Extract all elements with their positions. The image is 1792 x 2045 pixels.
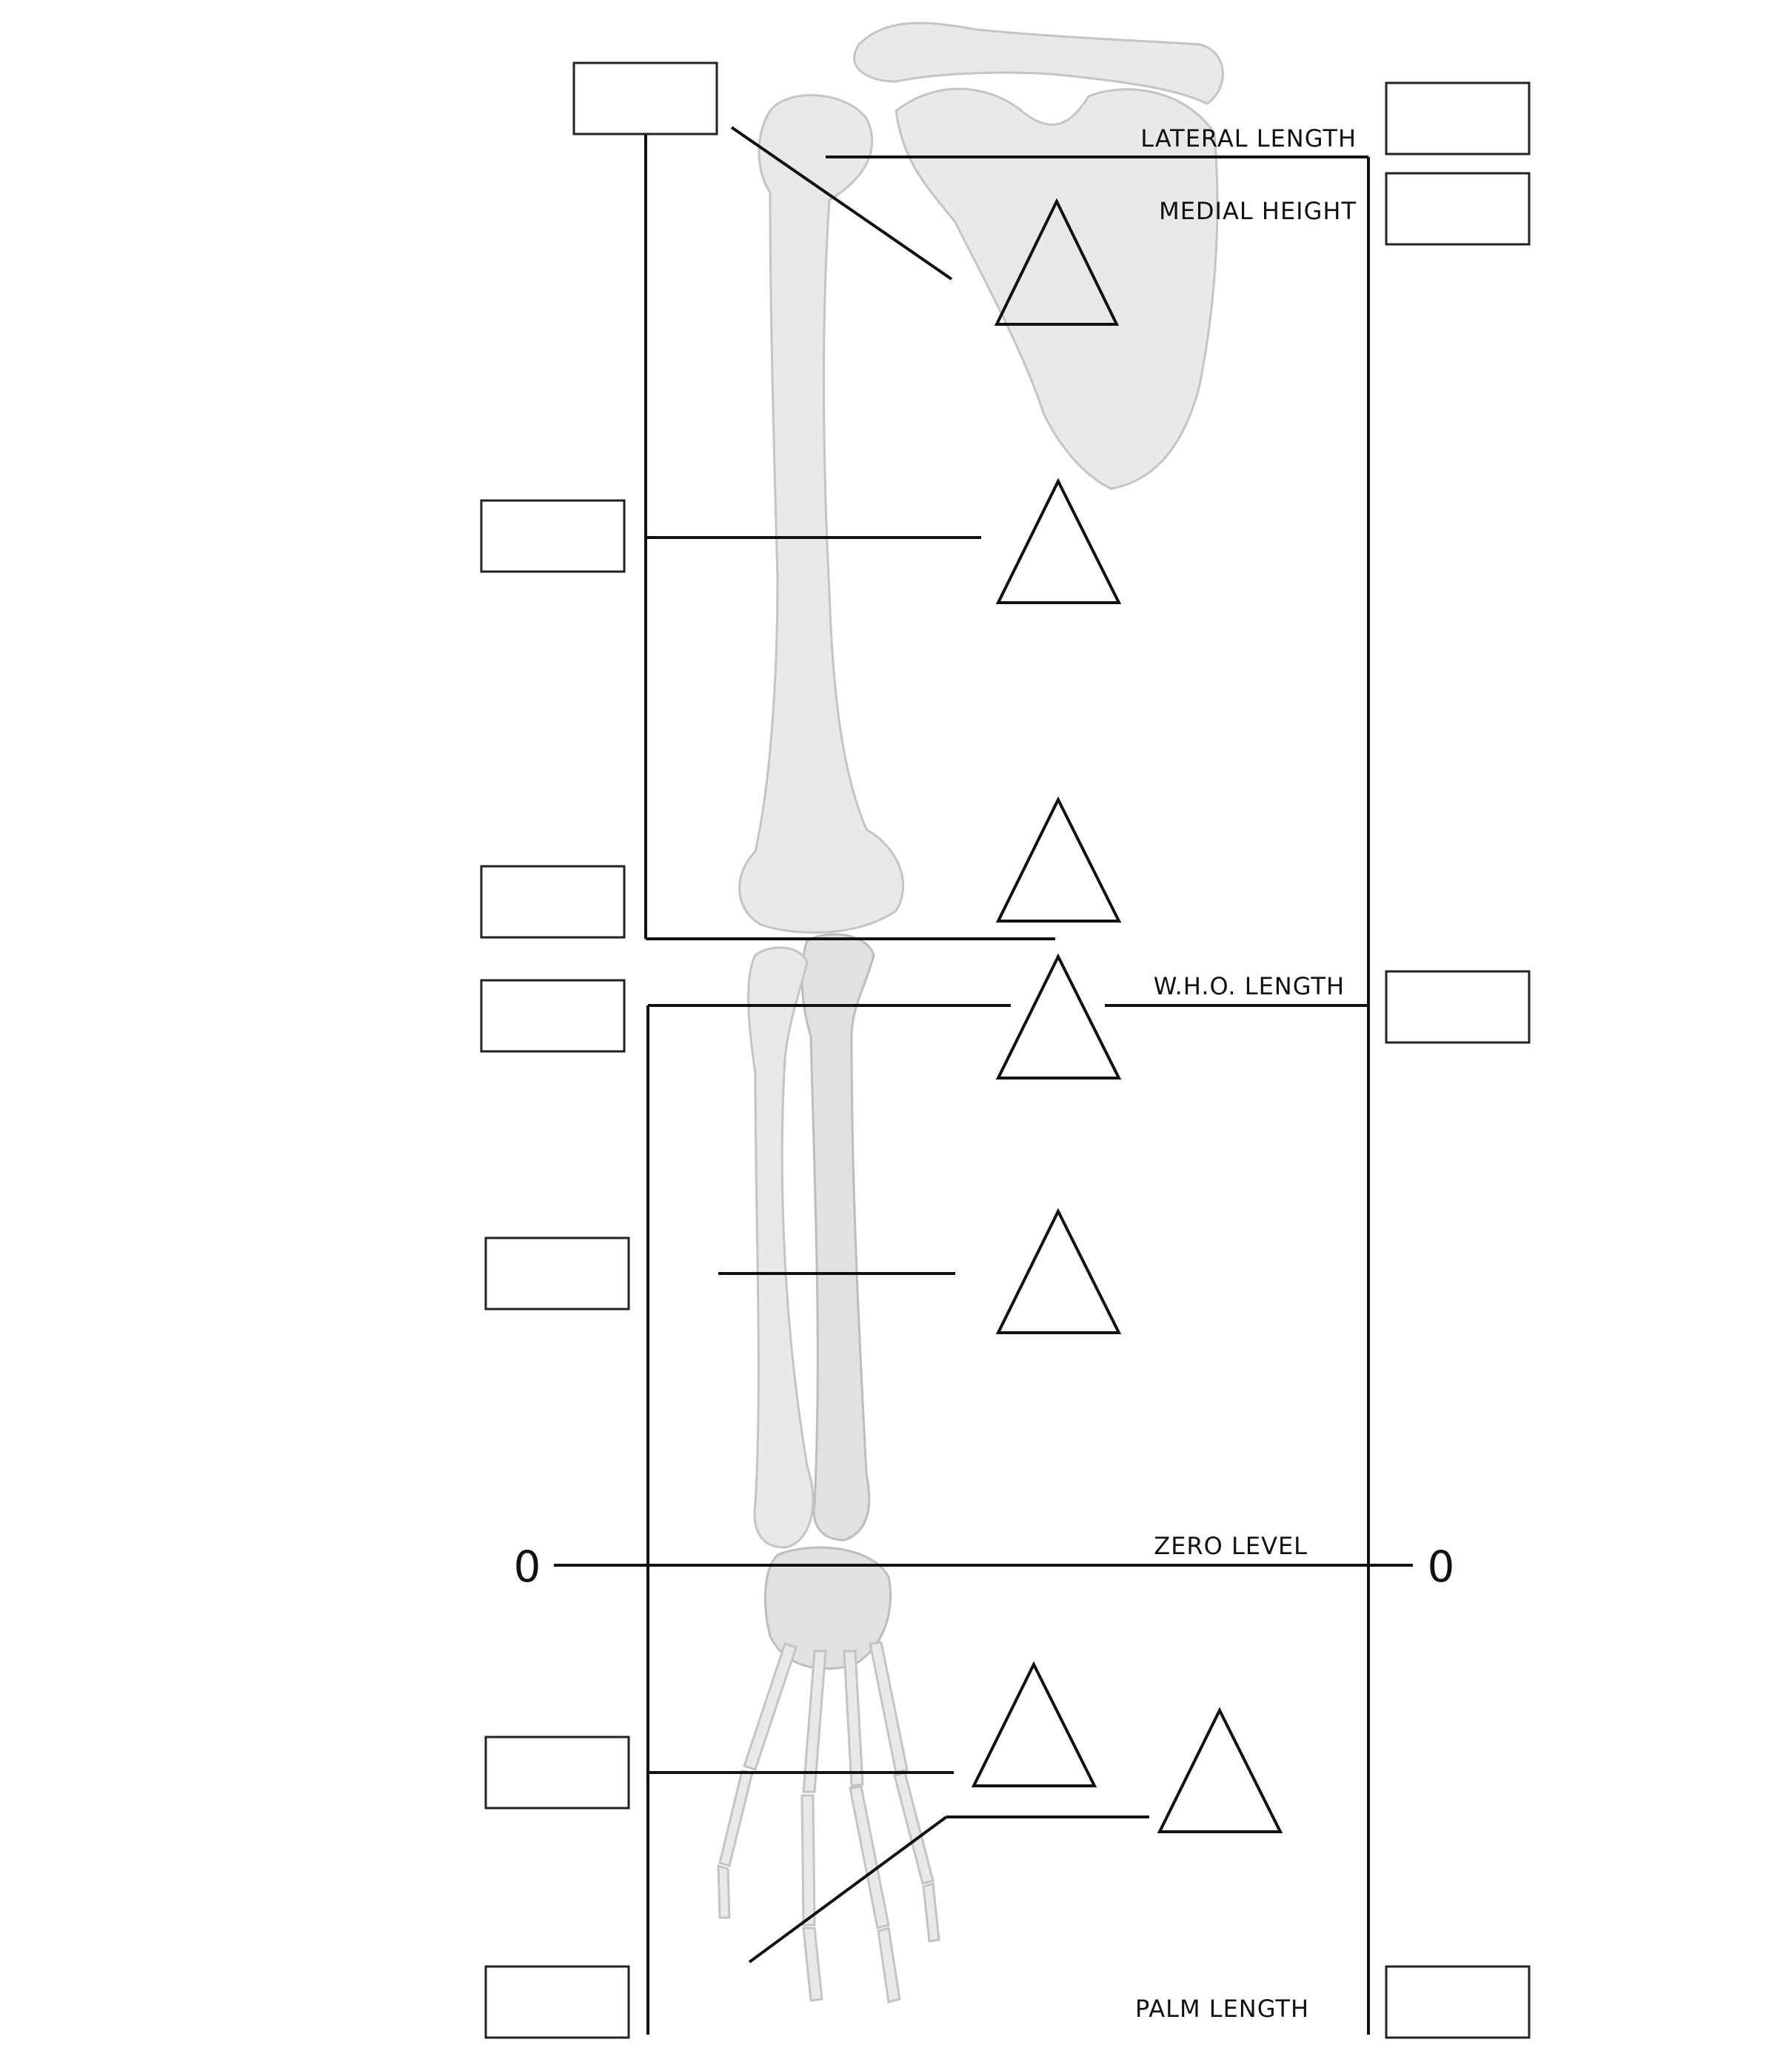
zero-right-label: 0 <box>1428 1542 1455 1592</box>
lateral-length-label: LATERAL LENGTH <box>1140 124 1357 153</box>
triangle-marker-6 <box>974 1664 1094 1786</box>
medial-height-label: MEDIAL HEIGHT <box>1159 197 1357 225</box>
palm-length-label: PALM LENGTH <box>1135 1995 1309 2023</box>
humerus-bone <box>740 96 903 933</box>
left-answer-box-1[interactable] <box>574 63 717 134</box>
left-answer-box-4[interactable] <box>481 980 624 1051</box>
right-answer-box-lateral-length[interactable] <box>1386 83 1529 154</box>
hand-bones <box>718 1642 939 2002</box>
triangle-marker-7 <box>1160 1710 1280 1832</box>
left-answer-box-5[interactable] <box>486 1238 629 1309</box>
zero-level-label: ZERO LEVEL <box>1154 1532 1308 1560</box>
arm-skeleton-illustration <box>718 23 1223 2002</box>
left-answer-box-3[interactable] <box>481 866 624 937</box>
left-answer-box-6[interactable] <box>486 1737 629 1808</box>
ulna-bone <box>802 934 874 1540</box>
left-answer-box-2[interactable] <box>481 501 624 572</box>
triangle-marker-3 <box>998 800 1119 921</box>
triangle-marker-4 <box>998 957 1119 1078</box>
measurement-lines <box>554 127 1413 2035</box>
answer-boxes <box>481 63 1529 2038</box>
triangle-marker-2 <box>998 481 1119 603</box>
left-answer-box-7[interactable] <box>486 1967 629 2038</box>
radius-bone <box>749 948 814 1547</box>
right-answer-box-medial-height[interactable] <box>1386 173 1529 244</box>
right-answer-box-who-length[interactable] <box>1386 971 1529 1042</box>
who-length-label: W.H.O. LENGTH <box>1154 972 1345 1000</box>
triangle-marker-5 <box>998 1211 1119 1333</box>
clavicle-bone <box>855 23 1223 104</box>
right-answer-box-palm-length[interactable] <box>1386 1967 1529 2038</box>
text-labels: LATERAL LENGTH MEDIAL HEIGHT W.H.O. LENG… <box>514 124 1455 2023</box>
finger-pointer-diagonal <box>749 1817 946 1962</box>
zero-left-label: 0 <box>514 1542 541 1592</box>
